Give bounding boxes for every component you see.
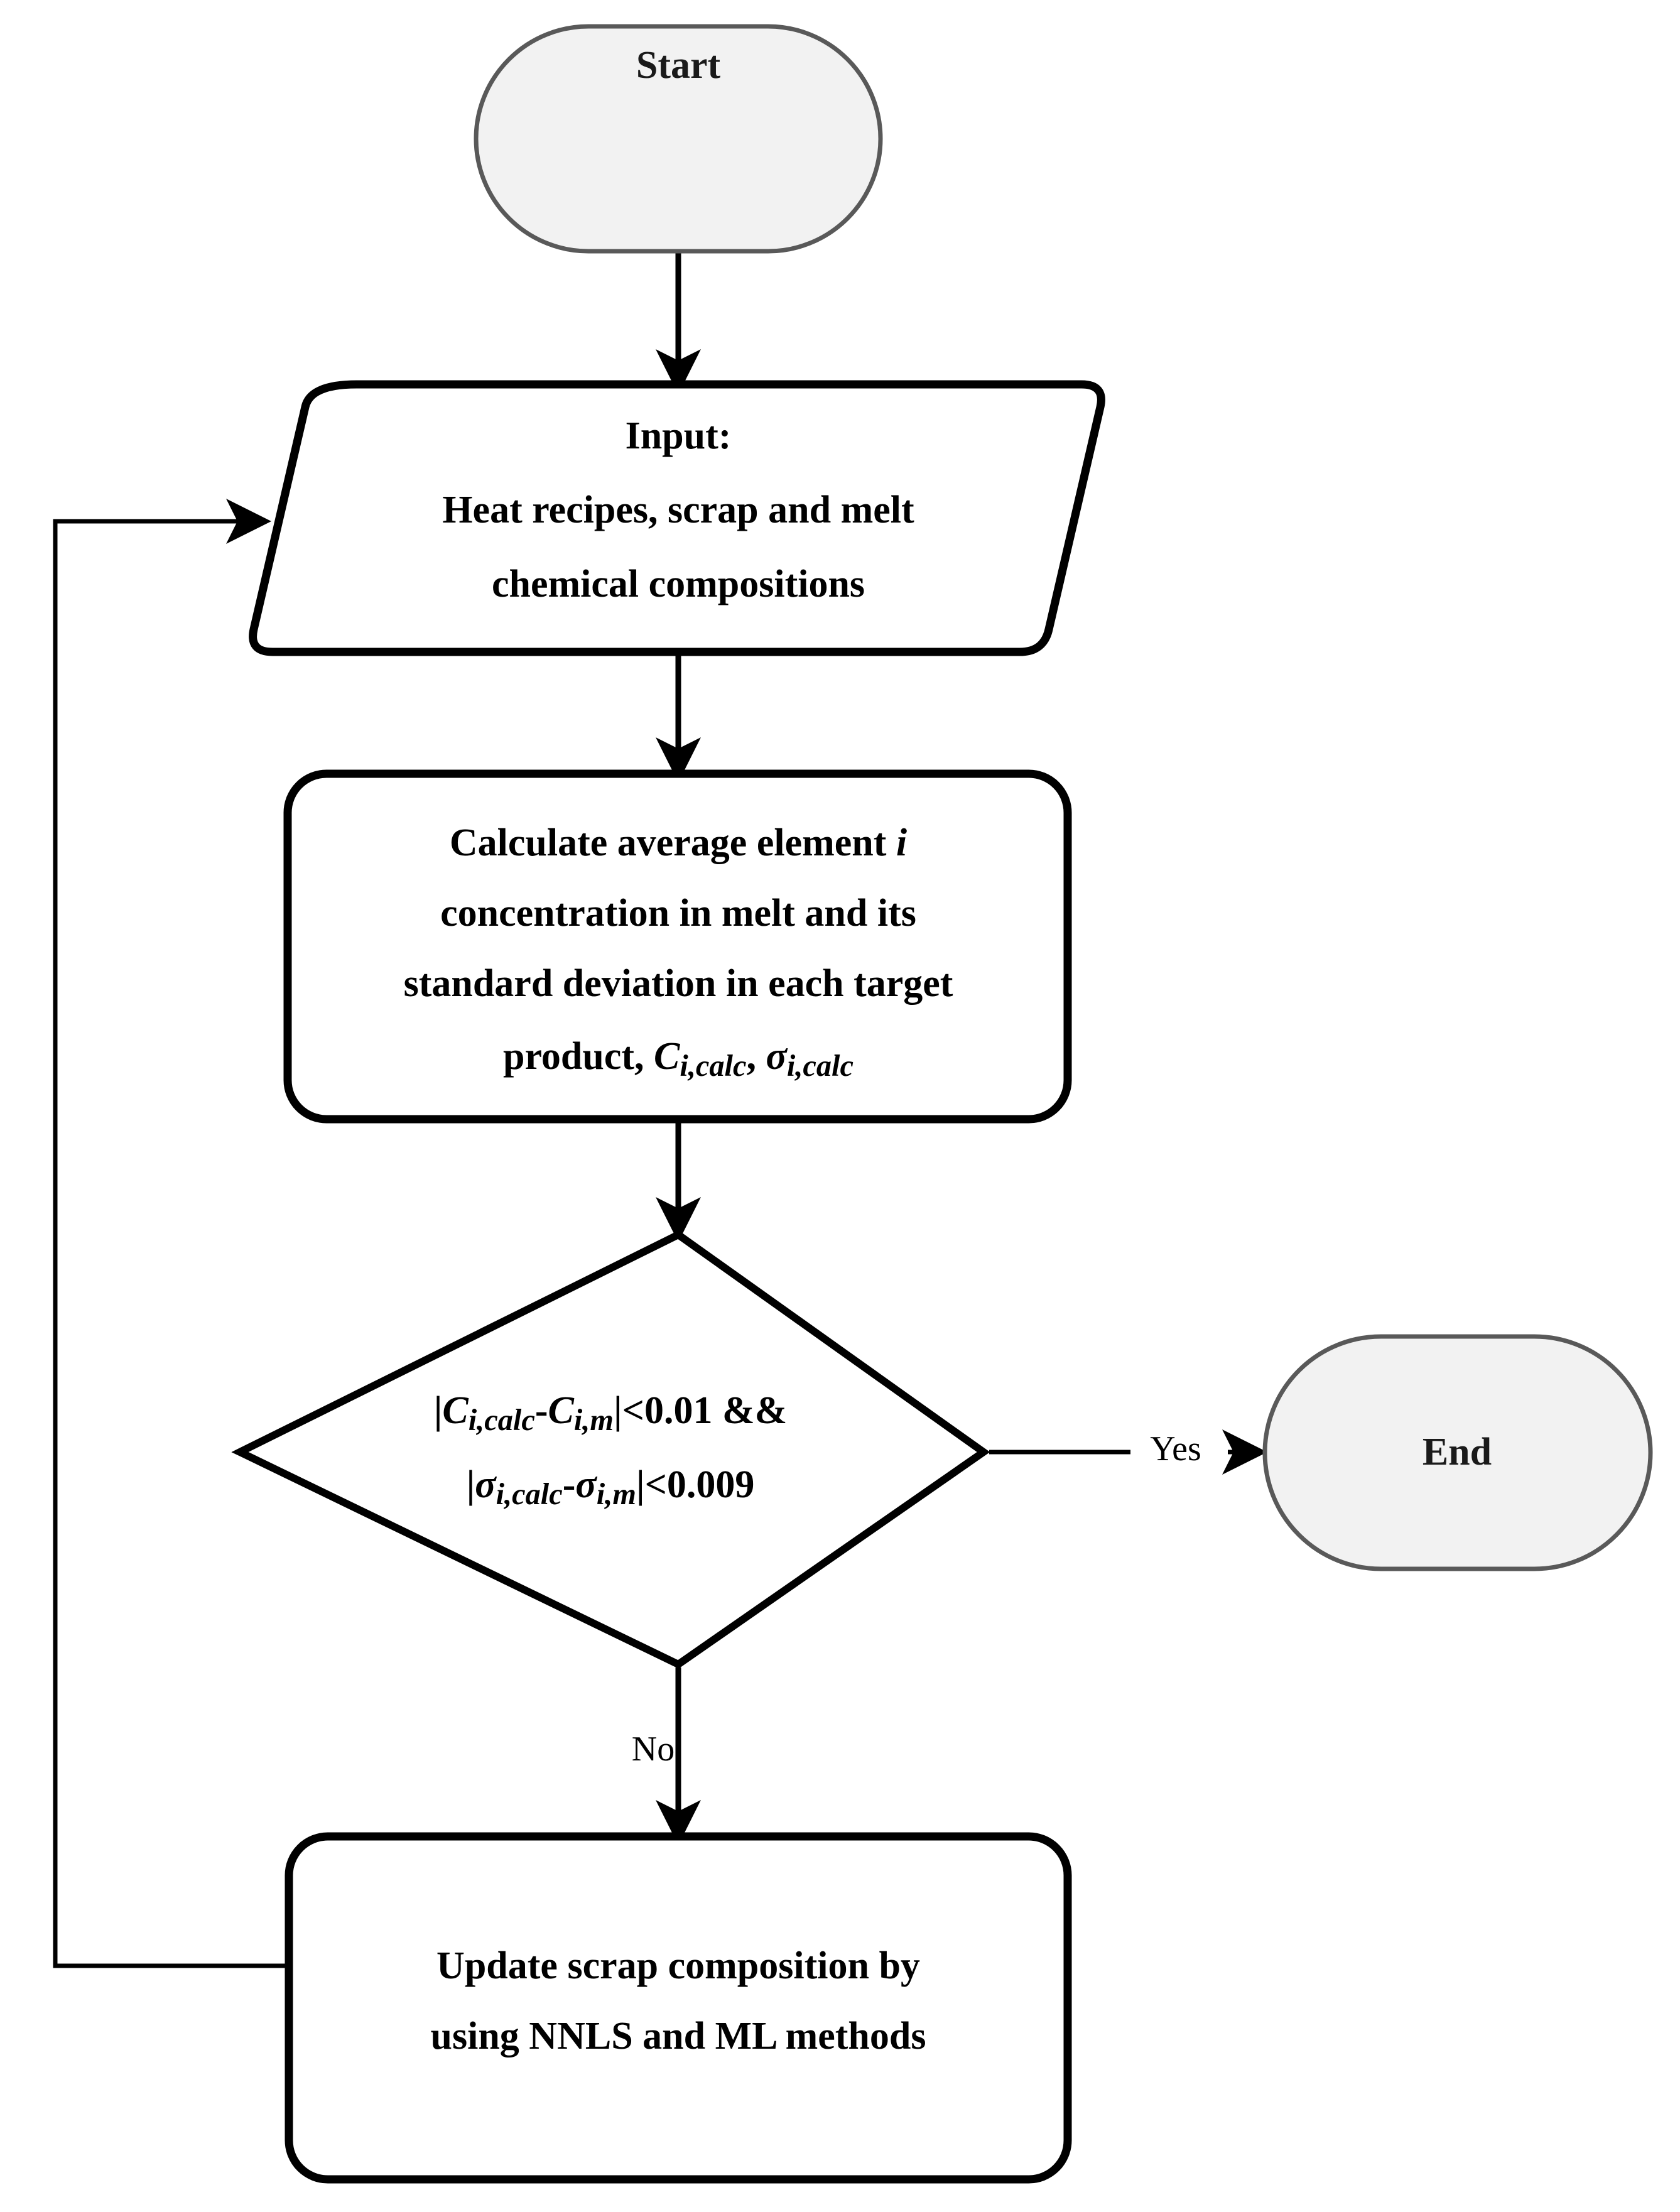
arrow-head-right-end — [1222, 1429, 1267, 1475]
arrow-head-down-decision — [656, 1197, 701, 1242]
calculate-label-line4: product, Ci,calc, σi,calc — [503, 1035, 854, 1083]
start-label: Start — [636, 44, 721, 87]
calculate-line1-text: Calculate average element — [450, 821, 887, 864]
decision-line1-symbol-c1: C — [442, 1389, 469, 1432]
calculate-line4-symbol-c: C — [654, 1035, 680, 1078]
input-shape[interactable] — [249, 380, 1105, 656]
arrow-head-right-input-feedback — [226, 499, 271, 544]
arrow-head-down-update — [656, 1800, 701, 1845]
edge-feedback-path — [53, 519, 287, 1968]
decision-line2-subscript-1: i,calc — [496, 1478, 563, 1511]
decision-line2-subscript-2: i,m — [597, 1478, 636, 1511]
calculate-line4-comma: , — [746, 1035, 766, 1078]
node-update[interactable]: Update scrap composition by using NNLS a… — [285, 1832, 1072, 2184]
edge-decision-to-end — [989, 1429, 1267, 1475]
decision-line1-subscript-1: i,calc — [469, 1404, 535, 1437]
edge-input-to-calculate — [656, 653, 701, 783]
calculate-line4-subscript-sigma-calc: i,calc — [787, 1049, 854, 1083]
calculate-label-line3: standard deviation in each target — [404, 962, 953, 1005]
update-label-line1: Update scrap composition by — [436, 1944, 920, 1987]
end-label: End — [1423, 1431, 1492, 1473]
decision-line1-subscript-2: i,m — [574, 1404, 614, 1437]
decision-line2-symbol-sigma2: σ — [575, 1463, 597, 1506]
decision-line1-minus: - — [535, 1389, 548, 1432]
calculate-line4-subscript-calc: i,calc — [680, 1049, 746, 1083]
update-label-line2: using NNLS and ML methods — [430, 2015, 926, 2057]
edge-label-no: No — [632, 1730, 675, 1769]
decision-label-line2: |σi,calc-σi,m|<0.009 — [467, 1463, 755, 1511]
input-label-line3: chemical compositions — [492, 563, 865, 605]
node-input[interactable]: Input: Heat recipes, scrap and melt chem… — [249, 380, 1105, 656]
calculate-label-line1: Calculate average element i — [450, 821, 907, 864]
calculate-label-line2: concentration in melt and its — [440, 892, 916, 935]
decision-shape[interactable] — [231, 1230, 990, 1669]
decision-line2-close: |<0.009 — [636, 1463, 754, 1506]
edge-label-yes: Yes — [1150, 1429, 1201, 1468]
decision-line1-symbol-c2: C — [548, 1389, 574, 1432]
edge-update-to-input-feedback — [53, 499, 287, 1968]
arrow-head-down-calculate — [656, 737, 701, 783]
decision-line2-minus: - — [563, 1463, 576, 1506]
node-end[interactable]: End — [1262, 1334, 1653, 1571]
decision-label-line1: |Ci,calc-Ci,m|<0.01 && — [434, 1389, 788, 1437]
node-start[interactable]: Start — [474, 24, 883, 254]
calculate-line4-symbol-sigma: σ — [766, 1035, 788, 1078]
node-calculate[interactable]: Calculate average element i concentratio… — [283, 769, 1072, 1124]
edge-decision-to-update — [656, 1667, 701, 1845]
decision-line1-close: |<0.01 && — [614, 1389, 787, 1432]
calculate-line1-italic: i — [896, 821, 907, 864]
calculate-shape[interactable] — [283, 769, 1072, 1124]
node-decision[interactable]: |Ci,calc-Ci,m|<0.01 && |σi,calc-σi,m|<0.… — [231, 1230, 990, 1669]
start-shape[interactable] — [474, 24, 883, 254]
input-label-line2: Heat recipes, scrap and melt — [442, 489, 914, 531]
decision-line2-open: | — [467, 1463, 475, 1506]
calculate-line4-prefix: product, — [503, 1035, 654, 1078]
decision-line2-symbol-sigma1: σ — [475, 1463, 497, 1506]
end-shape[interactable] — [1262, 1334, 1653, 1571]
decision-line1-open: | — [434, 1389, 443, 1432]
edge-start-to-input — [656, 251, 701, 394]
update-shape[interactable] — [285, 1832, 1072, 2184]
arrow-head-down-input — [656, 349, 701, 394]
edge-calculate-to-decision — [656, 1121, 701, 1242]
input-label-line1: Input: — [626, 415, 732, 457]
